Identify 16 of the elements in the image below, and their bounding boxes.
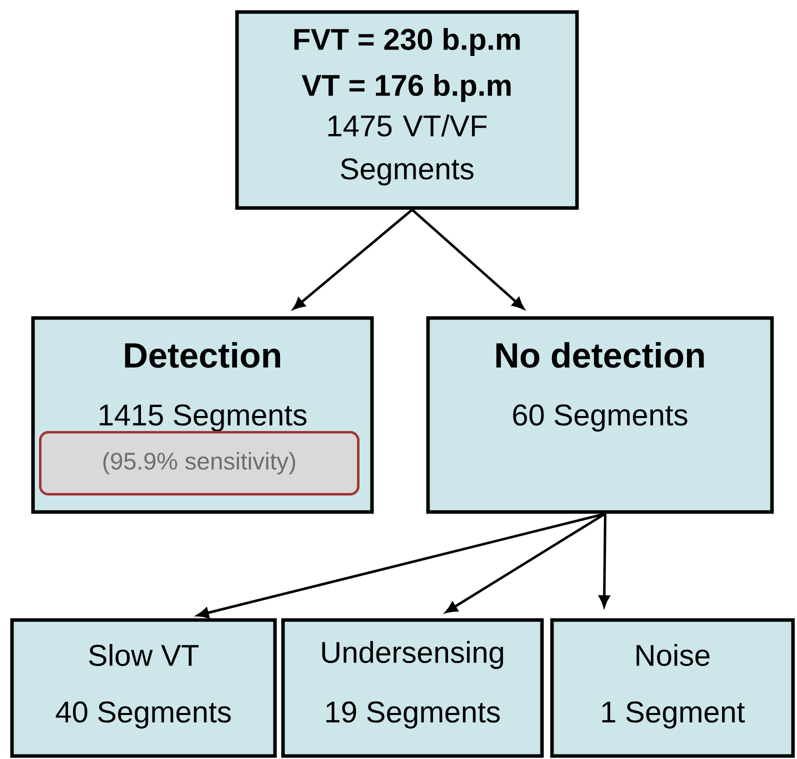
arrow: [411, 208, 524, 310]
node-label: Undersensing: [322, 641, 504, 669]
node-label: VT = 176 b.p.m: [302, 74, 511, 102]
node-label: FVT = 230 b.p.m: [294, 28, 520, 56]
node-label: 60 Segments: [513, 404, 688, 432]
node-label: 1475 VT/VF Segments: [328, 114, 487, 186]
arrow: [293, 208, 413, 310]
node-label: No detection: [496, 342, 704, 368]
node-label: 19 Segments: [326, 701, 500, 729]
node-label: (95.9% sensitivity): [103, 452, 296, 474]
node-label: Slow VT: [89, 644, 199, 666]
node-label: 40 Segments: [56, 701, 231, 729]
node-label: 1415 Segments: [100, 404, 306, 432]
node-label: 1 Segment: [602, 701, 745, 729]
node-label: Noise: [636, 644, 710, 666]
node-label: Detection: [125, 342, 280, 368]
